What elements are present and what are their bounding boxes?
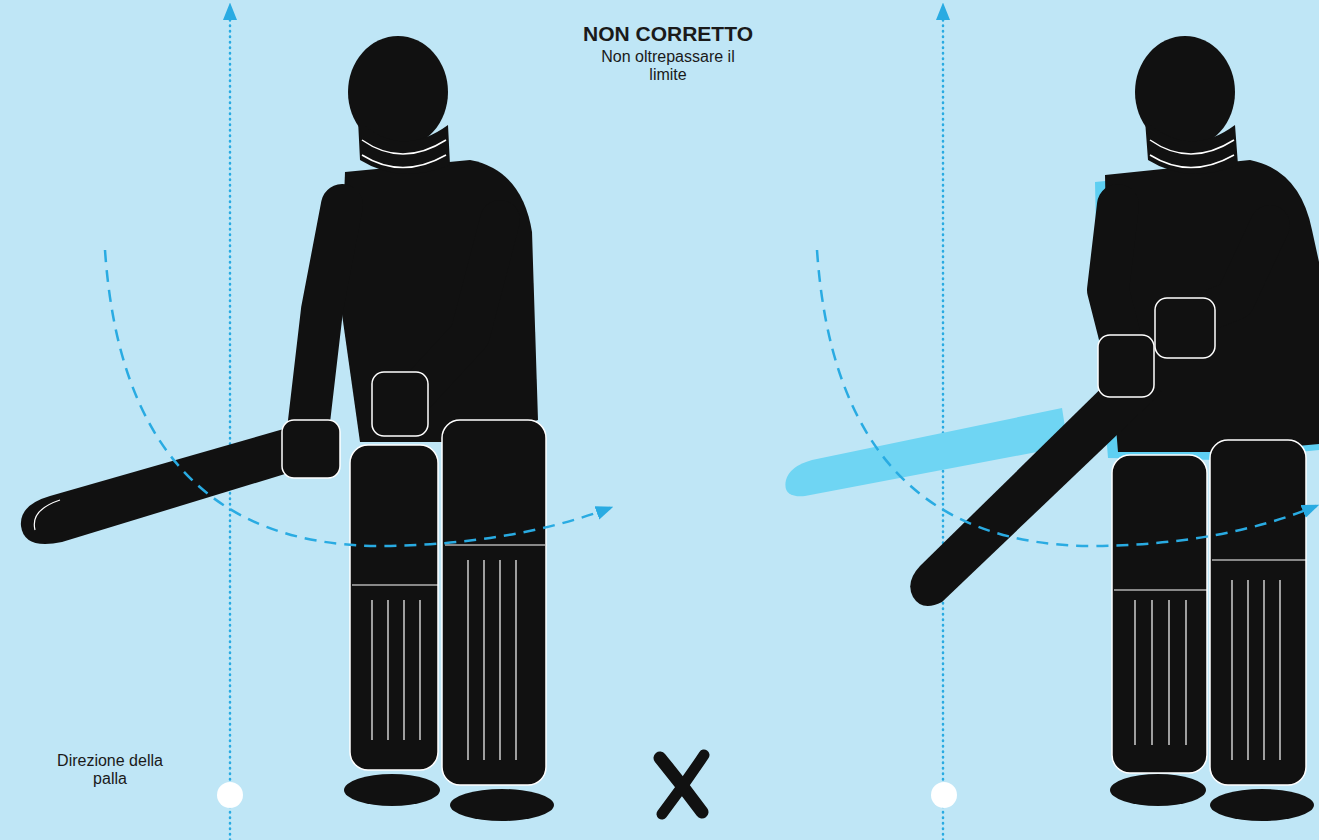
title: NON CORRETTO [548, 22, 788, 46]
leg-pad [350, 445, 438, 770]
pad-stripes [1114, 560, 1306, 760]
arm [1108, 205, 1122, 345]
pad-stripes [352, 545, 545, 760]
batsman-right [785, 36, 1319, 821]
glove [282, 420, 340, 478]
arm [308, 205, 342, 430]
shoe [450, 789, 554, 821]
cross-mark [660, 755, 704, 814]
torso [340, 160, 538, 442]
shoe [344, 774, 440, 806]
swing-arc [105, 250, 610, 546]
note-label-box: Direzione della palla [45, 752, 175, 789]
leg-pad [442, 420, 546, 785]
leg-pad [1210, 440, 1306, 785]
guard-line [362, 155, 446, 168]
leg-pad [1112, 455, 1207, 773]
title-box: NON CORRETTO [548, 22, 788, 46]
glove [372, 372, 428, 436]
bat-edge [34, 500, 60, 530]
note-label: Non oltrepassare il limite [593, 48, 743, 85]
ball [217, 782, 243, 808]
face-guard [358, 120, 450, 174]
limit-line [942, 6, 945, 840]
glove [1098, 335, 1154, 397]
ball [931, 782, 957, 808]
limit-line [229, 6, 232, 840]
shoe [1110, 774, 1206, 806]
glove [1155, 298, 1215, 358]
bat [21, 428, 298, 544]
note-label-box: Non oltrepassare il limite [593, 48, 743, 85]
guard-line [1150, 155, 1234, 168]
batsman-left [21, 36, 554, 821]
swing-arc [817, 250, 1316, 546]
shoe [1210, 789, 1314, 821]
face-guard [1145, 120, 1238, 174]
guard-line [362, 140, 446, 154]
note-label: Direzione della palla [45, 752, 175, 789]
guard-line [1150, 140, 1234, 154]
arm [410, 220, 500, 400]
